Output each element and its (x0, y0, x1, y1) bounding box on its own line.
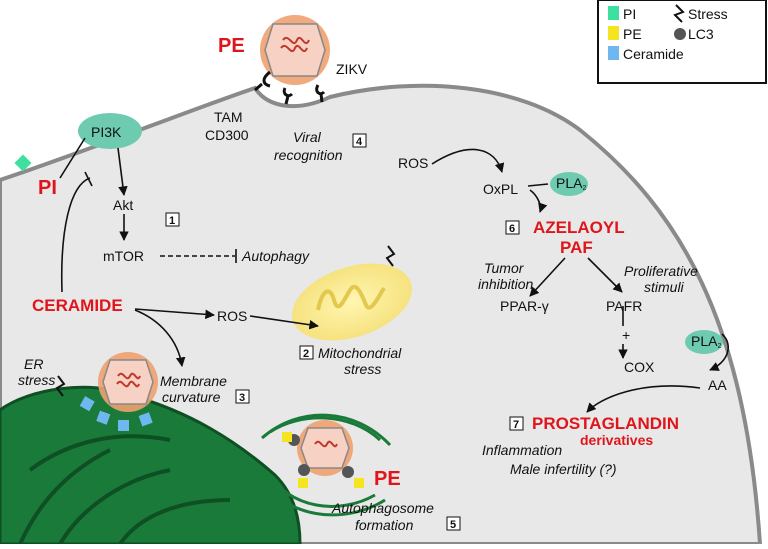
ros-right-label: ROS (398, 155, 428, 171)
pla2-node (550, 172, 588, 196)
paf-label: PAF (560, 238, 593, 257)
legend-lc3: LC3 (688, 26, 714, 42)
tam-cd300-receptors (254, 70, 326, 105)
svg-text:1: 1 (169, 215, 175, 227)
pi3k-label: PI3K (91, 124, 122, 140)
pafr-label: PAFR (606, 298, 642, 314)
ceramide-markers (79, 396, 153, 431)
membrane-label: Membrane (160, 373, 227, 389)
er-label-1: ER (24, 356, 43, 372)
azelaoyl-label: AZELAOYL (533, 218, 625, 237)
legend-stress: Stress (688, 6, 728, 22)
legend-ceramide: Ceramide (623, 46, 684, 62)
step-box-6: 6 (505, 220, 520, 235)
prostaglandin-label: PROSTAGLANDIN (532, 414, 679, 433)
cd300-label: CD300 (205, 127, 249, 143)
svg-text:4: 4 (356, 136, 363, 148)
legend-pi-swatch (608, 6, 619, 20)
proliferative-label: Proliferative (624, 263, 698, 279)
formation-label: formation (355, 517, 414, 533)
legend-pe-swatch (608, 26, 619, 40)
akt-label: Akt (113, 197, 133, 213)
pe-bottom-label: PE (374, 468, 401, 490)
derivatives-label: derivatives (580, 432, 653, 448)
legend: PI PE Ceramide Stress LC3 (597, 0, 767, 84)
inflammation-label: Inflammation (482, 442, 562, 458)
curvature-label: curvature (162, 389, 221, 405)
mito-label-2: stress (344, 361, 381, 377)
tam-label: TAM (214, 109, 243, 125)
step-box-2: 2 (299, 345, 314, 360)
virus-icon (260, 15, 330, 85)
tumor-label: Tumor (484, 260, 525, 276)
stress-icon (385, 245, 396, 267)
pla2-node-2 (685, 330, 723, 354)
aa-label: AA (708, 377, 727, 393)
recognition-label: recognition (274, 147, 343, 163)
pe-top-label: PE (218, 35, 245, 57)
legend-pe: PE (623, 26, 642, 42)
autophagy-label: Autophagy (241, 248, 310, 264)
step-box-3: 3 (235, 389, 250, 404)
legend-pi: PI (623, 6, 636, 22)
viral-label: Viral (293, 129, 322, 145)
svg-text:5: 5 (450, 519, 456, 531)
step-box-4: 4 (352, 133, 367, 148)
step-box-1: 1 (165, 212, 180, 227)
pi-label: PI (38, 177, 57, 199)
pi3k-node (78, 113, 142, 149)
ros-left-label: ROS (217, 308, 247, 324)
pla2-label-2: PLA2 (691, 333, 721, 350)
stimuli-label: stimuli (644, 279, 685, 295)
oxpl-label: OxPL (483, 181, 518, 197)
ppar-label: PPAR-γ (500, 298, 549, 314)
mitochondrion (292, 263, 412, 341)
stress-icon (55, 375, 66, 397)
er-label-2: stress (18, 372, 55, 388)
pla2-label: PLA2 (556, 175, 586, 192)
svg-text:6: 6 (509, 223, 515, 235)
virus-icon (98, 352, 158, 412)
legend-lc3-icon (674, 28, 686, 40)
male-infertility-label: Male infertility (?) (510, 461, 617, 477)
autophagosome-label: Autophagosome (331, 500, 434, 516)
legend-ceramide-swatch (608, 46, 619, 60)
svg-text:2: 2 (303, 348, 309, 360)
legend-stress-icon (673, 4, 685, 23)
zikv-label: ZIKV (336, 61, 368, 77)
cox-label: COX (624, 359, 655, 375)
inhibition-label: inhibition (478, 276, 533, 292)
step-box-5: 5 (446, 516, 461, 531)
svg-text:7: 7 (513, 419, 519, 431)
endoplasmic-reticulum (0, 385, 302, 546)
mtor-label: mTOR (103, 248, 144, 264)
step-box-7: 7 (509, 416, 524, 431)
autophagosome (256, 413, 392, 517)
mito-label-1: Mitochondrial (318, 345, 402, 361)
svg-text:3: 3 (239, 392, 245, 404)
plus-label: + (622, 327, 630, 343)
ceramide-label: CERAMIDE (32, 296, 123, 315)
